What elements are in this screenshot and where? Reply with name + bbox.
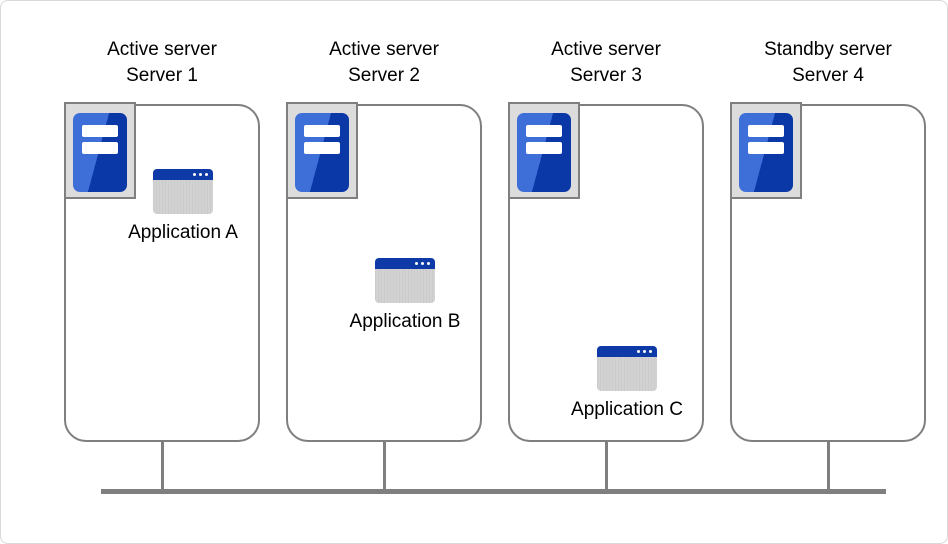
server-role-label: Active server: [107, 39, 217, 60]
application-window-icon: [153, 169, 213, 214]
server-name-label: Server 2: [348, 65, 420, 86]
application-label: Application C: [571, 399, 683, 420]
application-window-icon: [597, 346, 657, 391]
server-group-2: Active server Server 2 Application B: [286, 37, 482, 507]
connector-line: [382, 442, 386, 490]
server-name-label: Server 1: [126, 65, 198, 86]
server-role-label: Active server: [551, 39, 661, 60]
server-title: Standby server Server 4: [730, 37, 926, 89]
server-title: Active server Server 3: [508, 37, 704, 89]
application-label: Application B: [349, 311, 461, 332]
server-role-label: Active server: [329, 39, 439, 60]
server-group-1: Active server Server 1 Application A: [64, 37, 260, 507]
server-title: Active server Server 2: [286, 37, 482, 89]
application-window-icon: [375, 258, 435, 303]
connector-line: [826, 442, 830, 490]
connector-line: [160, 442, 164, 490]
application-a: Application A: [128, 169, 238, 243]
server-name-label: Server 3: [570, 65, 642, 86]
server-group-4: Standby server Server 4: [730, 37, 926, 507]
server-name-label: Server 4: [792, 65, 864, 86]
application-label: Application A: [128, 222, 238, 243]
connector-line: [604, 442, 608, 490]
server-tower-icon: [508, 102, 580, 199]
server-role-label: Standby server: [764, 39, 892, 60]
application-c: Application C: [571, 346, 683, 420]
server-tower-icon: [286, 102, 358, 199]
server-tower-icon: [64, 102, 136, 199]
server-group-3: Active server Server 3 Application C: [508, 37, 704, 507]
network-bus-line: [101, 489, 886, 494]
server-title: Active server Server 1: [64, 37, 260, 89]
application-b: Application B: [350, 258, 460, 332]
server-tower-icon: [730, 102, 802, 199]
